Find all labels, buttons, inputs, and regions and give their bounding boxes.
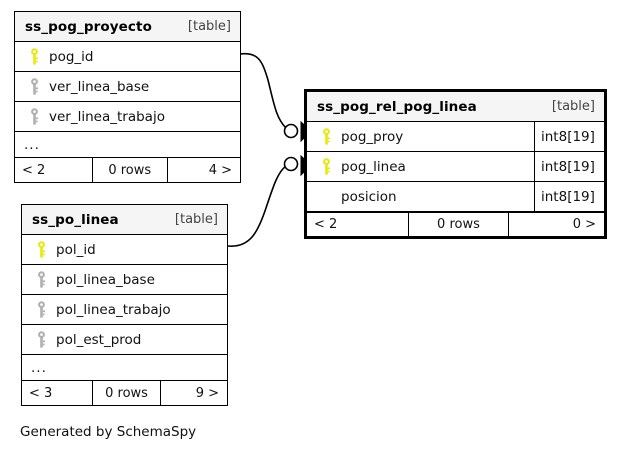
table-footer: < 3 0 rows 9 >: [22, 381, 227, 405]
primary-key-icon: [316, 152, 337, 181]
table-node-ss-pog-proyecto[interactable]: ss_pog_proyecto [table] pog_id: [14, 11, 241, 183]
column-name: pol_linea_trabajo: [56, 301, 171, 318]
column-name: ver_linea_trabajo: [49, 108, 165, 125]
table-column-row[interactable]: ver_linea_base: [15, 72, 240, 102]
table-column-row[interactable]: pol_id: [22, 235, 227, 265]
column-name: ver_linea_base: [49, 78, 150, 95]
index-key-icon: [31, 325, 52, 354]
column-main: pol_linea_base: [22, 265, 227, 294]
index-key-icon: [24, 102, 45, 131]
table-title: ss_pog_rel_pog_linea: [317, 98, 477, 115]
cardinality-zero-marker: [283, 156, 299, 172]
table-column-row[interactable]: pog_id: [15, 42, 240, 72]
parent-table-count[interactable]: < 2: [22, 162, 46, 178]
table-footer: < 2 0 rows 4 >: [15, 158, 240, 182]
column-main: ver_linea_base: [15, 72, 240, 101]
index-key-icon: [31, 295, 52, 324]
primary-key-icon: [24, 42, 45, 71]
table-header: ss_po_linea [table]: [22, 205, 227, 235]
index-key-icon: [24, 72, 45, 101]
table-kind-label: [table]: [551, 99, 595, 114]
column-main: pol_id: [22, 235, 227, 264]
generated-by-caption: Generated by SchemaSpy: [20, 424, 197, 440]
table-column-row[interactable]: pol_linea_base: [22, 265, 227, 295]
row-count: 0 rows: [407, 213, 509, 236]
table-node-ss-po-linea[interactable]: ss_po_linea [table] pol_id: [21, 204, 228, 406]
table-kind-label: [table]: [174, 212, 218, 227]
parent-table-count[interactable]: < 2: [314, 217, 338, 232]
index-key-icon: [31, 265, 52, 294]
column-type: int8[19]: [534, 182, 604, 211]
relationship-proyecto-to-pog-proy: [239, 52, 312, 143]
column-name: pol_id: [56, 241, 96, 258]
column-name: pog_proy: [341, 128, 404, 145]
column-main: pol_est_prod: [22, 325, 227, 354]
parent-table-count[interactable]: < 3: [29, 385, 53, 401]
table-column-row[interactable]: posicion int8[19]: [307, 182, 604, 212]
column-main: pog_id: [15, 42, 240, 71]
cardinality-zero-marker: [283, 123, 299, 139]
table-column-row[interactable]: ver_linea_trabajo: [15, 102, 240, 132]
primary-key-icon: [31, 235, 52, 264]
table-header: ss_pog_proyecto [table]: [15, 12, 240, 42]
row-count: 0 rows: [91, 381, 162, 405]
table-column-row[interactable]: pol_est_prod: [22, 325, 227, 355]
column-main: posicion: [307, 182, 534, 211]
column-main: pol_linea_trabajo: [22, 295, 227, 324]
table-title: ss_pog_proyecto: [25, 18, 152, 35]
child-table-count[interactable]: 4 >: [208, 162, 232, 178]
table-column-row[interactable]: pol_linea_trabajo: [22, 295, 227, 325]
table-footer: < 2 0 rows 0 >: [307, 212, 604, 236]
table-column-row[interactable]: pog_proy int8[19]: [307, 122, 604, 152]
table-kind-label: [table]: [187, 19, 231, 34]
table-title: ss_po_linea: [32, 211, 119, 228]
column-main: pog_proy: [307, 122, 534, 151]
no-key-spacer: [316, 182, 337, 211]
column-name: pog_linea: [341, 158, 406, 175]
column-type: int8[19]: [534, 152, 604, 181]
table-column-row[interactable]: pog_linea int8[19]: [307, 152, 604, 182]
column-main: pog_linea: [307, 152, 534, 181]
column-type: int8[19]: [534, 122, 604, 151]
row-count: 0 rows: [91, 158, 168, 182]
child-table-count[interactable]: 0 >: [572, 217, 596, 232]
column-name: posicion: [341, 188, 397, 205]
column-name: pog_id: [49, 48, 94, 65]
table-header: ss_pog_rel_pog_linea [table]: [307, 92, 604, 122]
child-table-count[interactable]: 9 >: [195, 385, 219, 401]
column-name: pol_est_prod: [56, 331, 142, 348]
column-name: pol_linea_base: [56, 271, 155, 288]
table-node-ss-pog-rel-pog-linea[interactable]: ss_pog_rel_pog_linea [table] pog_proy in…: [304, 89, 607, 239]
primary-key-icon: [316, 122, 337, 151]
more-columns-indicator[interactable]: ...: [22, 355, 227, 381]
more-columns-indicator[interactable]: ...: [15, 132, 240, 158]
column-main: ver_linea_trabajo: [15, 102, 240, 131]
